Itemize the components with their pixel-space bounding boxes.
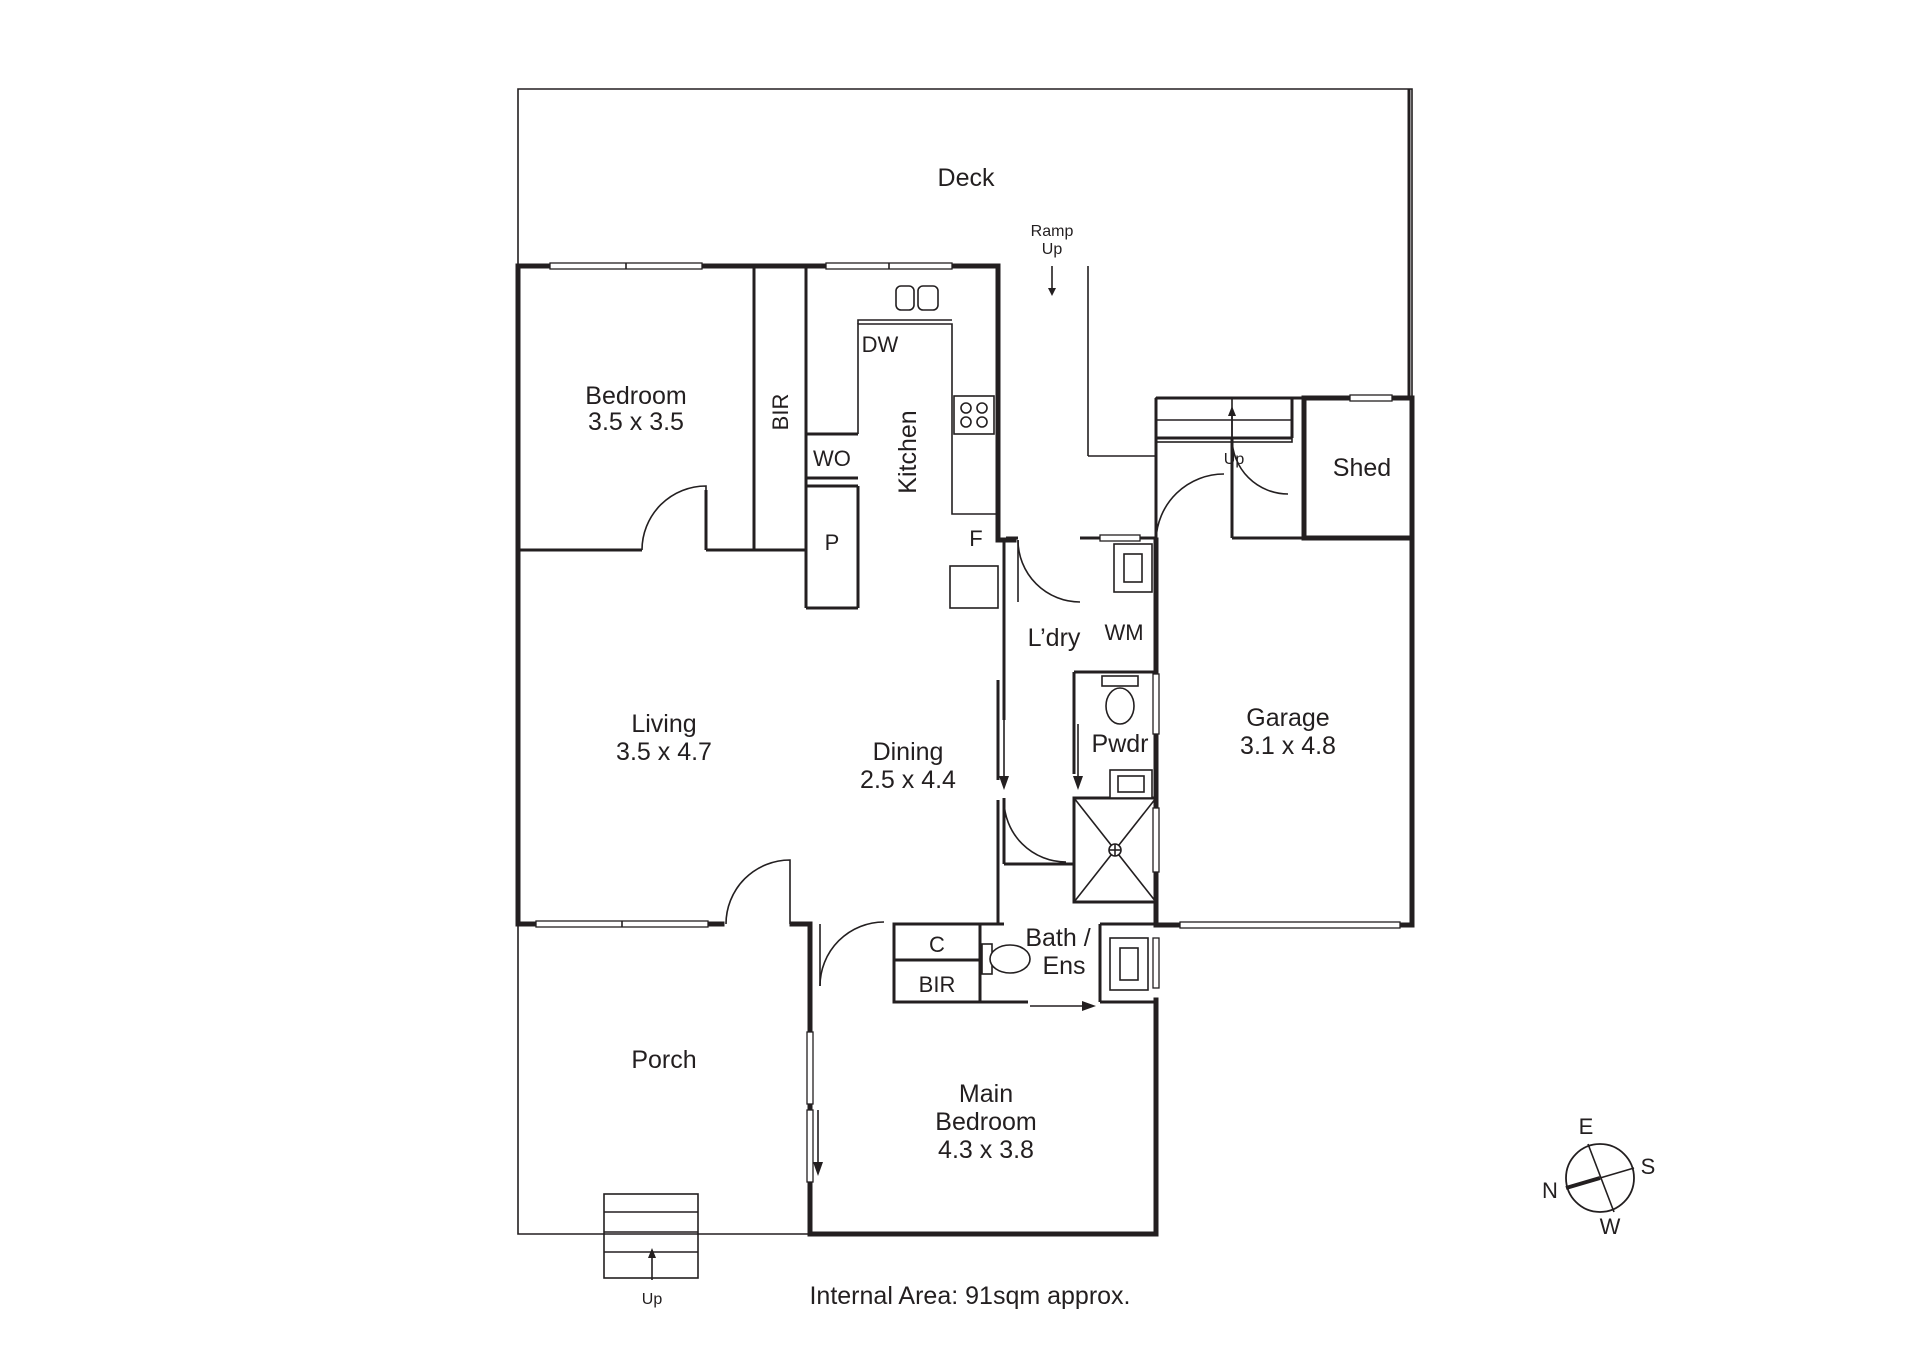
compass-w: W <box>1600 1214 1621 1239</box>
powder-room-label: Pwdr <box>1092 730 1149 758</box>
compass-e: E <box>1579 1114 1594 1139</box>
bir-bottom-label: BIR <box>919 972 956 997</box>
cupboard-label: C <box>929 932 945 957</box>
garage-label: Garage <box>1246 704 1329 732</box>
deck-label: Deck <box>938 164 995 192</box>
arrows <box>648 266 1236 1280</box>
compass-s: S <box>1641 1154 1656 1179</box>
garage-size: 3.1 x 4.8 <box>1240 732 1336 760</box>
bath-label: Bath / <box>1025 924 1090 952</box>
shed-label: Shed <box>1333 454 1391 482</box>
porch-steps <box>603 1193 699 1279</box>
door-swings <box>641 437 1289 987</box>
compass-n: N <box>1542 1178 1558 1203</box>
porch-up-label: Up <box>642 1291 663 1308</box>
windows <box>535 262 1401 1183</box>
ramp-up-label: Up <box>1042 241 1063 258</box>
bedroom-size: 3.5 x 3.5 <box>588 408 684 436</box>
wo-label: WO <box>813 446 851 471</box>
porch-label: Porch <box>631 1046 696 1074</box>
kitchen-fixtures <box>895 285 995 435</box>
compass-icon: E S N W <box>1542 1114 1655 1239</box>
laundry-label: L’dry <box>1028 624 1081 652</box>
internal-area: Internal Area: 91sqm approx. <box>809 1282 1130 1310</box>
deck-outline <box>517 88 1413 398</box>
bir-top-label: BIR <box>768 394 793 431</box>
wet-area-fixtures <box>981 543 1153 991</box>
dishwasher-label: DW <box>862 332 899 357</box>
shed-steps <box>1155 397 1293 443</box>
room-labels: Deck Ramp Up Bedroom 3.5 x 3.5 BIR WO P … <box>585 164 1391 1308</box>
shed-up-label: Up <box>1224 451 1245 468</box>
kitchen-label: Kitchen <box>894 410 922 493</box>
washing-machine-label: WM <box>1104 620 1143 645</box>
main-bedroom-label-2: Bedroom <box>935 1108 1036 1136</box>
dining-label: Dining <box>873 738 944 766</box>
bedroom-label: Bedroom <box>585 382 686 410</box>
ensuite-label: Ens <box>1042 952 1085 980</box>
fridge-label: F <box>969 526 982 551</box>
main-bedroom-size: 4.3 x 3.8 <box>938 1136 1034 1164</box>
pantry-label: P <box>825 530 840 555</box>
ramp-label: Ramp <box>1031 223 1074 240</box>
main-bedroom-label: Main <box>959 1080 1013 1108</box>
living-label: Living <box>631 710 696 738</box>
living-size: 3.5 x 4.7 <box>616 738 712 766</box>
dining-size: 2.5 x 4.4 <box>860 766 956 794</box>
